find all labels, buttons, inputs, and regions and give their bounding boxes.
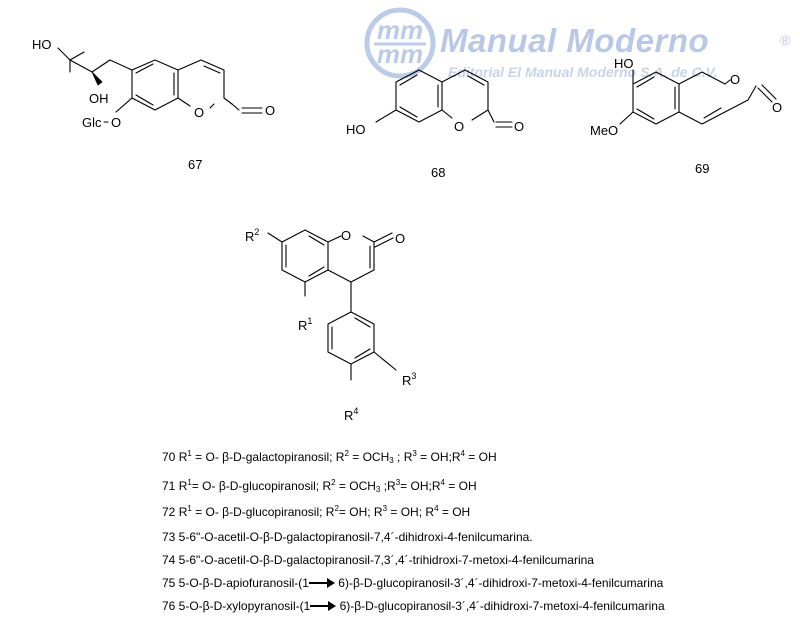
- compound-69-ho-label: HO: [614, 56, 634, 71]
- compound-68-number: 68: [431, 165, 445, 180]
- general-r2-label: R2: [245, 227, 259, 244]
- caption-70: 70 R1 = O- β-D-galactopiranosil; R2 = OC…: [162, 449, 497, 465]
- caption-72: 72 R1 = O- β-D-glucopiranosil; R2= OH; R…: [162, 504, 471, 519]
- compound-69-ring-o-label: O: [730, 72, 740, 87]
- compound-67-number: 67: [188, 157, 202, 172]
- publisher-subtitle: Editorial El Manual Moderno S.A. de C.V.: [448, 64, 718, 80]
- right-arrow-icon: [308, 578, 335, 588]
- caption-71: 71 R1= O- β-D-glucopiranosil; R2 = OCH3 …: [162, 478, 477, 494]
- general-structure-4-phenylcoumarin: O O R2 R1 R3 R4: [245, 227, 416, 423]
- compound-69-structure: HO MeO O O 69: [590, 56, 782, 176]
- compound-67-oh-label: OH: [89, 91, 109, 106]
- caption-76: 76 5-O-β-D-xylopyranosil-(1 6)-β-D-gluco…: [162, 599, 665, 613]
- general-r3-label: R3: [402, 371, 416, 388]
- registered-mark: ®: [780, 32, 791, 48]
- compound-68-ho-label: HO: [346, 122, 366, 137]
- caption-75: 75 5-O-β-D-apiofuranosil-(1 6)-β-D-gluco…: [162, 576, 664, 590]
- publisher-name: Manual Moderno: [440, 22, 710, 59]
- general-ring-o-label: O: [341, 228, 351, 243]
- compound-67-structure: HO OH Glc O O O 67: [32, 37, 275, 172]
- caption-74: 74 5-6"-O-acetil-O-β-D-galactopiranosil-…: [162, 553, 594, 567]
- publisher-logo-icon: mm mm: [364, 7, 436, 79]
- compound-67-ho-label: HO: [32, 37, 52, 52]
- compound-67-glc-label: Glc: [82, 115, 102, 130]
- compound-69-carbonyl-o-label: O: [772, 100, 782, 115]
- general-carbonyl-o-label: O: [395, 231, 405, 246]
- compound-69-number: 69: [695, 161, 709, 176]
- publisher-watermark: mm mm Manual Moderno ® Editorial El Manu…: [362, 6, 800, 86]
- right-arrow-icon: [310, 601, 337, 611]
- general-r1-label: R1: [298, 316, 312, 333]
- compound-67-ether-o-label: O: [111, 115, 121, 130]
- compound-67-ring-o-label: O: [194, 105, 204, 120]
- compound-68-carbonyl-o-label: O: [514, 119, 524, 134]
- compound-69-meo-label: MeO: [590, 123, 618, 138]
- general-r4-label: R4: [344, 406, 358, 423]
- caption-73: 73 5-6"-O-acetil-O-β-D-galactopiranosil-…: [162, 530, 533, 544]
- compound-67-carbonyl-o-label: O: [265, 103, 275, 118]
- svg-text:mm: mm: [377, 15, 423, 45]
- compound-68-ring-o-label: O: [454, 119, 464, 134]
- compound-68-structure: HO O O 68: [346, 69, 524, 180]
